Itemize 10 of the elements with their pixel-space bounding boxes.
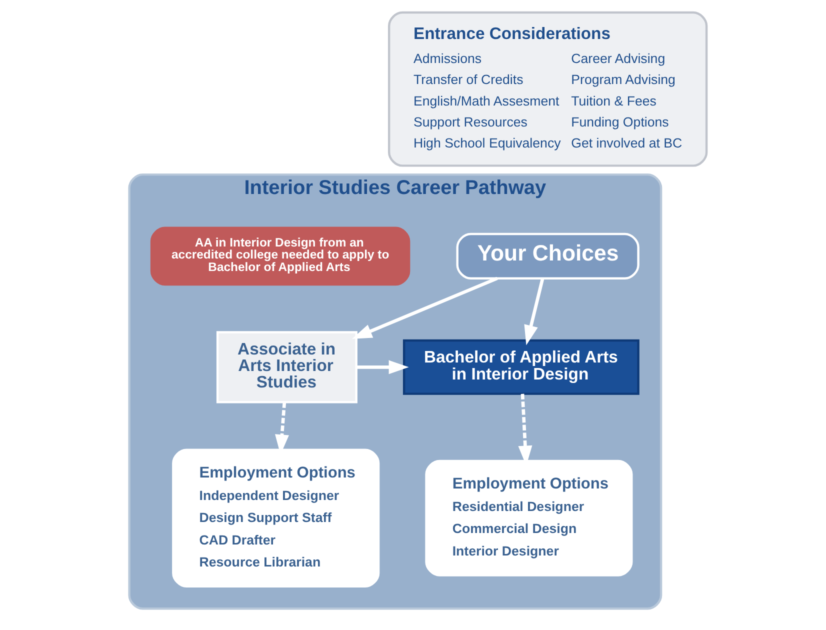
arrow (352, 276, 498, 339)
node-box: Employment Options Residential Designer Commercial Design Interior Designer (424, 460, 632, 576)
node-box: Employment Options Independent Designer Design Support Staff CAD Drafter Resource Librarian (172, 448, 380, 588)
node-box: Entrance Considerations Admissions Career Advising Transfer of Credits Program Advising English/Math Assesment Tuition & Fees Support Resources Funding Options High School Equivalency Get involved at BC (387, 11, 708, 167)
arrow (356, 360, 408, 374)
node-box: AA in Interior Design from an accredited college needed to apply to Bachelor of Applied Arts (150, 226, 410, 286)
node-box: Associate in Arts Interior Studies (216, 331, 357, 404)
arrow (524, 278, 544, 346)
node-box: Bachelor of Applied Arts in Interior Design (402, 339, 639, 395)
node-box: Your Choices (456, 232, 639, 280)
